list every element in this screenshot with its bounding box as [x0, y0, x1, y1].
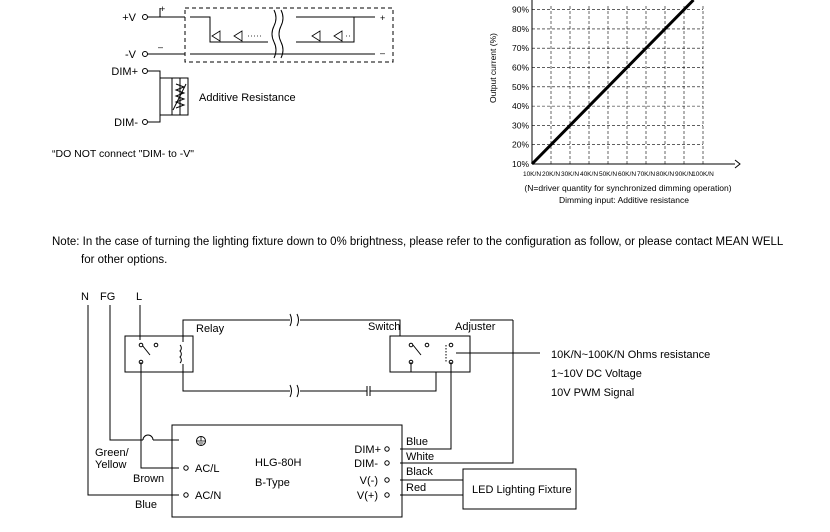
chart-y-tick-label: 10% — [512, 159, 529, 169]
chart-y-tick-label: 20% — [512, 140, 529, 150]
warning-text: “DO NOT connect "DIM- to -V" — [52, 148, 194, 160]
pin-v-plus: V(+) — [357, 490, 378, 502]
chart-x-tick-label: 70K/N — [637, 171, 655, 178]
chart-series-line — [530, 0, 695, 166]
chart-x-tick-label: 50K/N — [599, 171, 617, 178]
adjuster-option-2: 1~10V DC Voltage — [551, 368, 642, 380]
pin-ac-n: AC/N — [195, 490, 221, 502]
chart-axes — [531, 0, 741, 169]
chart-dimming-caption: Dimming input: Additive resistance — [559, 195, 689, 205]
plus-sign-right: + — [380, 13, 385, 23]
top-wiring-diagram — [142, 7, 394, 125]
led-diode-icons — [211, 30, 352, 42]
wire-white: White — [406, 451, 434, 463]
bottom-wiring-diagram — [87, 305, 577, 518]
pin-dim-minus: DIM- — [354, 458, 378, 470]
chart-x-tick-label: 10K/N — [523, 171, 541, 178]
chart-x-axis-caption: (N=driver quantity for synchronized dimm… — [524, 183, 731, 193]
chart-y-tick-label: 50% — [512, 82, 529, 92]
pin-ac-l: AC/L — [195, 463, 219, 475]
input-n: N — [81, 291, 89, 303]
driver-type: B-Type — [255, 477, 290, 489]
wire-blue-input: Blue — [135, 499, 157, 511]
terminal-minus-v: -V — [125, 49, 137, 61]
wire-blue: Blue — [406, 436, 428, 448]
chart-y-tick-labels: 10% 20% 30% 40% 50% 60% 70% 80% 90% — [512, 5, 529, 169]
chart-x-tick-label: 30K/N — [561, 171, 579, 178]
pin-v-minus: V(-) — [360, 475, 378, 487]
input-fg: FG — [100, 291, 115, 303]
chart-y-tick-label: 60% — [512, 63, 529, 73]
minus-sign-right: – — [380, 48, 385, 58]
wire-black: Black — [406, 466, 433, 478]
chart-x-tick-label: 60K/N — [618, 171, 636, 178]
chart-x-tick-label: 20K/N — [542, 171, 560, 178]
terminal-dim-minus: DIM- — [114, 117, 138, 129]
relay-label: Relay — [196, 323, 225, 335]
chart-y-tick-label: 70% — [512, 43, 529, 53]
chart-x-tick-label: 40K/N — [580, 171, 598, 178]
chart-x-tick-label: 90K/N — [675, 171, 693, 178]
bottom-diagram-labels: N FG L Relay Switch Adjuster 10K/N~100K/… — [81, 291, 710, 511]
adjuster-option-1: 10K/N~100K/N Ohms resistance — [551, 349, 710, 361]
note-text: Note: In the case of turning the lightin… — [52, 233, 812, 269]
note-line-2: for other options. — [81, 254, 168, 266]
input-l: L — [136, 291, 142, 303]
chart-x-tick-label: 100K/N — [692, 171, 714, 178]
led-fixture-label: LED Lighting Fixture — [472, 484, 572, 496]
terminal-dim-plus: DIM+ — [111, 66, 138, 78]
switch-label: Switch — [368, 321, 400, 333]
wire-red: Red — [406, 482, 426, 494]
adjuster-label: Adjuster — [455, 321, 496, 333]
plus-sign-left: + — [160, 4, 165, 14]
wire-green-yellow-2: Yellow — [95, 459, 126, 471]
chart-y-tick-label: 30% — [512, 120, 529, 130]
chart-y-tick-label: 40% — [512, 101, 529, 111]
additive-resistance-label: Additive Resistance — [199, 92, 296, 104]
top-diagram-labels: +V -V DIM+ DIM- + – + – Additive Resista… — [52, 4, 385, 160]
pin-dim-plus: DIM+ — [354, 444, 381, 456]
wire-green-yellow-1: Green/ — [95, 447, 130, 459]
chart-x-tick-label: 80K/N — [656, 171, 674, 178]
note-line-1: Note: In the case of turning the lightin… — [52, 236, 784, 248]
chart-y-axis-label: Output current (%) — [488, 33, 498, 103]
chart-y-tick-label: 90% — [512, 5, 529, 15]
wire-brown: Brown — [133, 473, 164, 485]
chart-y-tick-label: 80% — [512, 24, 529, 34]
driver-model: HLG-80H — [255, 457, 302, 469]
terminal-plus-v: +V — [122, 12, 136, 24]
minus-sign-left: – — [158, 42, 163, 52]
adjuster-option-3: 10V PWM Signal — [551, 387, 634, 399]
chart-grid — [531, 6, 704, 164]
